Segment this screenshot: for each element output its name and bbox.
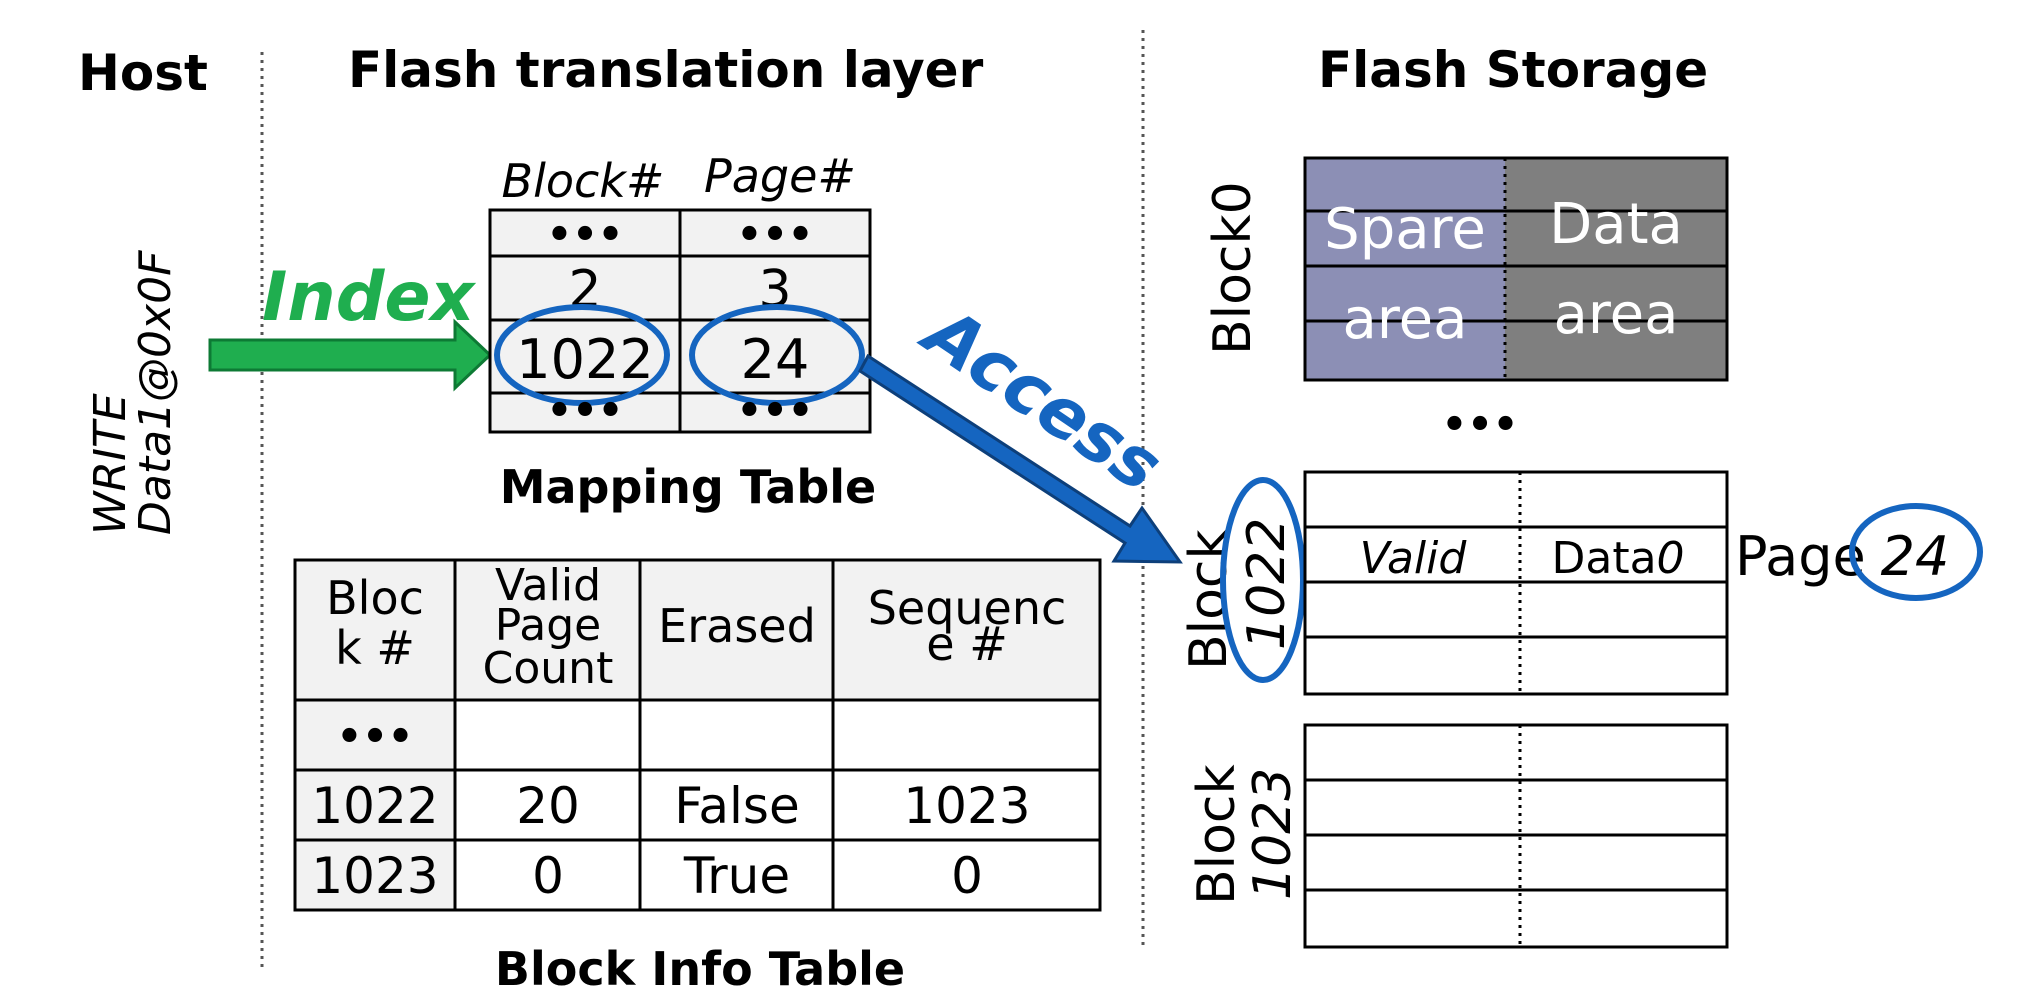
block0-spare-area: [1305, 158, 1505, 380]
block1022-valid: Valid: [1360, 533, 1468, 584]
host-command-line2: Data1@0x0F: [130, 250, 181, 535]
bit-row2-sequence: 0: [951, 847, 983, 905]
block1022-page-num: 24: [1881, 525, 1950, 588]
index-arrow-shape: [208, 318, 493, 392]
bit-header-valid-line3: Count: [483, 643, 614, 694]
bit-row1-valid: 20: [516, 777, 580, 835]
mapping-ellipsis-bottom-block: •••: [547, 388, 624, 434]
block-info-blockcol-bg: [295, 700, 455, 910]
bit-row1-block: 1022: [311, 777, 438, 835]
header-host: Host: [78, 44, 208, 102]
bit-header-valid-line2: Page: [495, 600, 602, 651]
block0-spare-line1: Spare: [1324, 197, 1486, 262]
block0-data-line2: area: [1554, 282, 1679, 347]
bit-row2-block: 1023: [311, 847, 438, 905]
bit-row1-sequence: 1023: [903, 777, 1030, 835]
mapping-highlight-block: 1022: [516, 328, 653, 391]
header-storage: Flash Storage: [1318, 41, 1708, 99]
mapping-row2-page: 3: [758, 260, 791, 320]
bit-header-block-line2: k #: [335, 621, 415, 675]
block1022-data: Data0: [1551, 533, 1684, 584]
mapping-highlight-page: 24: [741, 328, 810, 391]
mapping-row2-block: 2: [568, 260, 601, 320]
bit-header-valid-line1: Valid: [495, 560, 601, 611]
mapping-table: Block# Page# ••• ••• 2 3 1022 24 ••• •••…: [488, 149, 877, 514]
bit-row2-valid: 0: [532, 847, 564, 905]
bit-header-erased: Erased: [658, 599, 816, 653]
block0-data-line1: Data: [1549, 192, 1683, 257]
index-arrow: Index: [208, 258, 493, 392]
block1022-highlight-circle: [1220, 477, 1306, 683]
page24-highlight-circle: [1849, 503, 1983, 601]
flash-block1023: Block 1023: [1187, 723, 1729, 949]
bit-row2-erased: True: [683, 847, 790, 905]
bit-header-sequence-line2: e #: [926, 617, 1007, 671]
block0-label: Block0: [1203, 181, 1263, 355]
bit-ellipsis: •••: [337, 714, 414, 760]
access-arrow: Access: [858, 288, 1183, 564]
flash-block1022: Block 1022 Valid Data0 Page 24: [1179, 470, 1983, 696]
mapping-ellipsis-top-block: •••: [547, 212, 624, 258]
block1022-data-prefix: Data: [1551, 533, 1656, 584]
block1023-label-word: Block: [1187, 764, 1247, 905]
flash-block0: Block0 Spare area Data area: [1203, 156, 1729, 382]
bit-header-sequence-line1: Sequenc: [868, 581, 1067, 635]
block0-spare-line2: area: [1343, 287, 1468, 352]
block0-data-area: [1505, 158, 1727, 380]
block-info-table: Bloc k # Valid Page Count Erased Sequenc…: [293, 558, 1102, 995]
index-label: Index: [262, 258, 477, 337]
mapping-col-block: Block#: [502, 154, 665, 208]
block-info-table-caption: Block Info Table: [495, 942, 905, 995]
mapping-ellipsis-bottom-page: •••: [737, 388, 814, 434]
block1022-label-num: 1022: [1237, 518, 1297, 650]
host-command-line1: WRITE: [85, 393, 136, 535]
block1023-label-num: 1023: [1243, 768, 1303, 900]
mapping-ellipsis-top-page: •••: [737, 212, 814, 258]
block1022-page-word: Page: [1735, 525, 1866, 588]
mapping-table-caption: Mapping Table: [500, 460, 877, 514]
bit-header-block-line1: Bloc: [326, 571, 424, 625]
host-command: WRITE Data1@0x0F: [85, 250, 181, 535]
bit-row1-erased: False: [674, 777, 800, 835]
header-ftl: Flash translation layer: [348, 41, 984, 99]
storage-ellipsis: •••: [1442, 402, 1519, 448]
block1022-label-word: Block: [1179, 529, 1239, 670]
block-info-header-bg: [295, 560, 1100, 700]
block1022-data-suffix: 0: [1657, 533, 1685, 584]
mapping-block-highlight-circle: [494, 304, 670, 406]
access-arrow-shape: [858, 353, 1183, 564]
mapping-col-page: Page#: [704, 149, 856, 203]
mapping-page-highlight-circle: [689, 304, 865, 406]
